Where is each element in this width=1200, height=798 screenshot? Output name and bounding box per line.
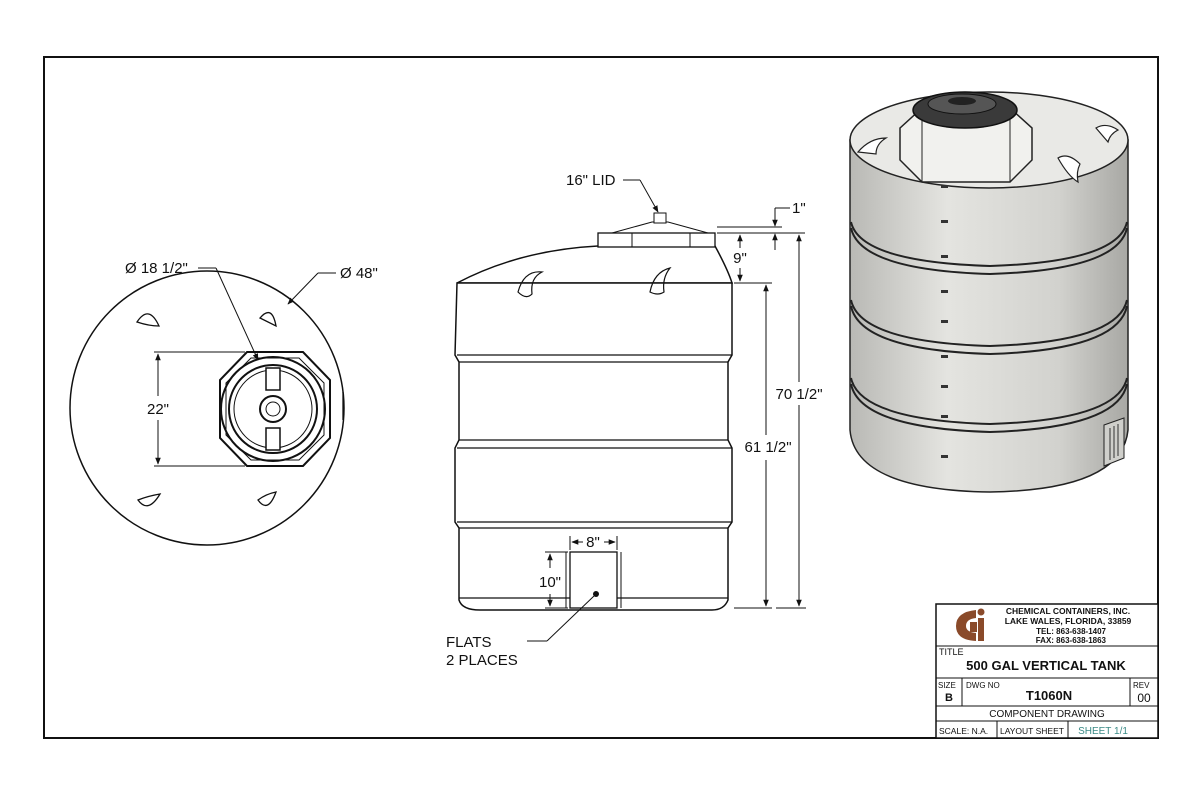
lid-label: 16" LID (566, 172, 616, 189)
iso-tank-body (849, 139, 1129, 493)
iso-view (849, 91, 1129, 493)
flats-label-2: 2 PLACES (446, 652, 518, 669)
dim-8-label: 8" (586, 534, 600, 551)
dwg-label: DWG NO (966, 681, 1000, 690)
dim-61-label: 61 1/2" (744, 439, 791, 456)
drawing-type: COMPONENT DRAWING (989, 709, 1105, 720)
flats-label-1: FLATS (446, 634, 492, 651)
layout-sheet: LAYOUT SHEET (1000, 726, 1064, 736)
dim-10: 10" (539, 551, 568, 609)
lid-octagon (219, 351, 331, 467)
title-block: CHEMICAL CONTAINERS, INC. LAKE WALES, FL… (935, 603, 1159, 739)
lid-callout: 16" LID (566, 172, 659, 213)
dim-70-label: 70 1/2" (775, 386, 822, 403)
top-lugs (135, 311, 344, 507)
dim-outer-dia: Ø 48" (287, 265, 378, 305)
dim-outer-dia-label: Ø 48" (340, 265, 378, 282)
dwg-number: T1060N (1026, 688, 1072, 703)
side-lid (597, 232, 716, 248)
dim-61: 61 1/2" (734, 284, 792, 609)
dim-22: 22" (147, 351, 245, 467)
tank-dome (456, 245, 734, 284)
size-value: B (945, 692, 953, 704)
dim-70: 70 1/2" (775, 234, 823, 609)
size-label: SIZE (938, 681, 956, 690)
sheet-number: SHEET 1/1 (1078, 726, 1128, 737)
lid-circle (220, 356, 326, 462)
side-view: 16" LID 1" 9" 61 1/2" (446, 172, 823, 669)
flat (569, 551, 618, 609)
dim-8: 8" (569, 534, 618, 551)
company-tel: TEL: 863-638-1407 (1036, 627, 1106, 636)
dim-9-label: 9" (733, 250, 747, 267)
rev-value: 00 (1137, 691, 1151, 705)
dim-1: 1" (717, 200, 806, 250)
dim-22-label: 22" (147, 401, 169, 418)
dim-9: 9" (717, 232, 805, 284)
flats-callout: FLATS 2 PLACES (446, 595, 595, 669)
drawing-title: 500 GAL VERTICAL TANK (966, 658, 1126, 673)
top-view: 22" Ø 18 1/2" Ø 48" (69, 260, 378, 546)
rev-label: REV (1133, 681, 1150, 690)
dim-lid-dia-label: Ø 18 1/2" (125, 260, 188, 277)
company-address: LAKE WALES, FLORIDA, 33859 (1005, 616, 1132, 626)
sheet-border (43, 56, 1159, 739)
dim-1-label: 1" (792, 200, 806, 217)
company-fax: FAX: 863-638-1863 (1036, 636, 1107, 645)
company-name: CHEMICAL CONTAINERS, INC. (1006, 606, 1130, 616)
scale-value: SCALE: N.A. (939, 726, 988, 736)
dim-lid-dia: Ø 18 1/2" (125, 260, 259, 361)
company-logo (956, 608, 985, 641)
dim-10-label: 10" (539, 574, 561, 591)
tank-outline-circle (69, 270, 345, 546)
title-label: TITLE (939, 647, 964, 657)
